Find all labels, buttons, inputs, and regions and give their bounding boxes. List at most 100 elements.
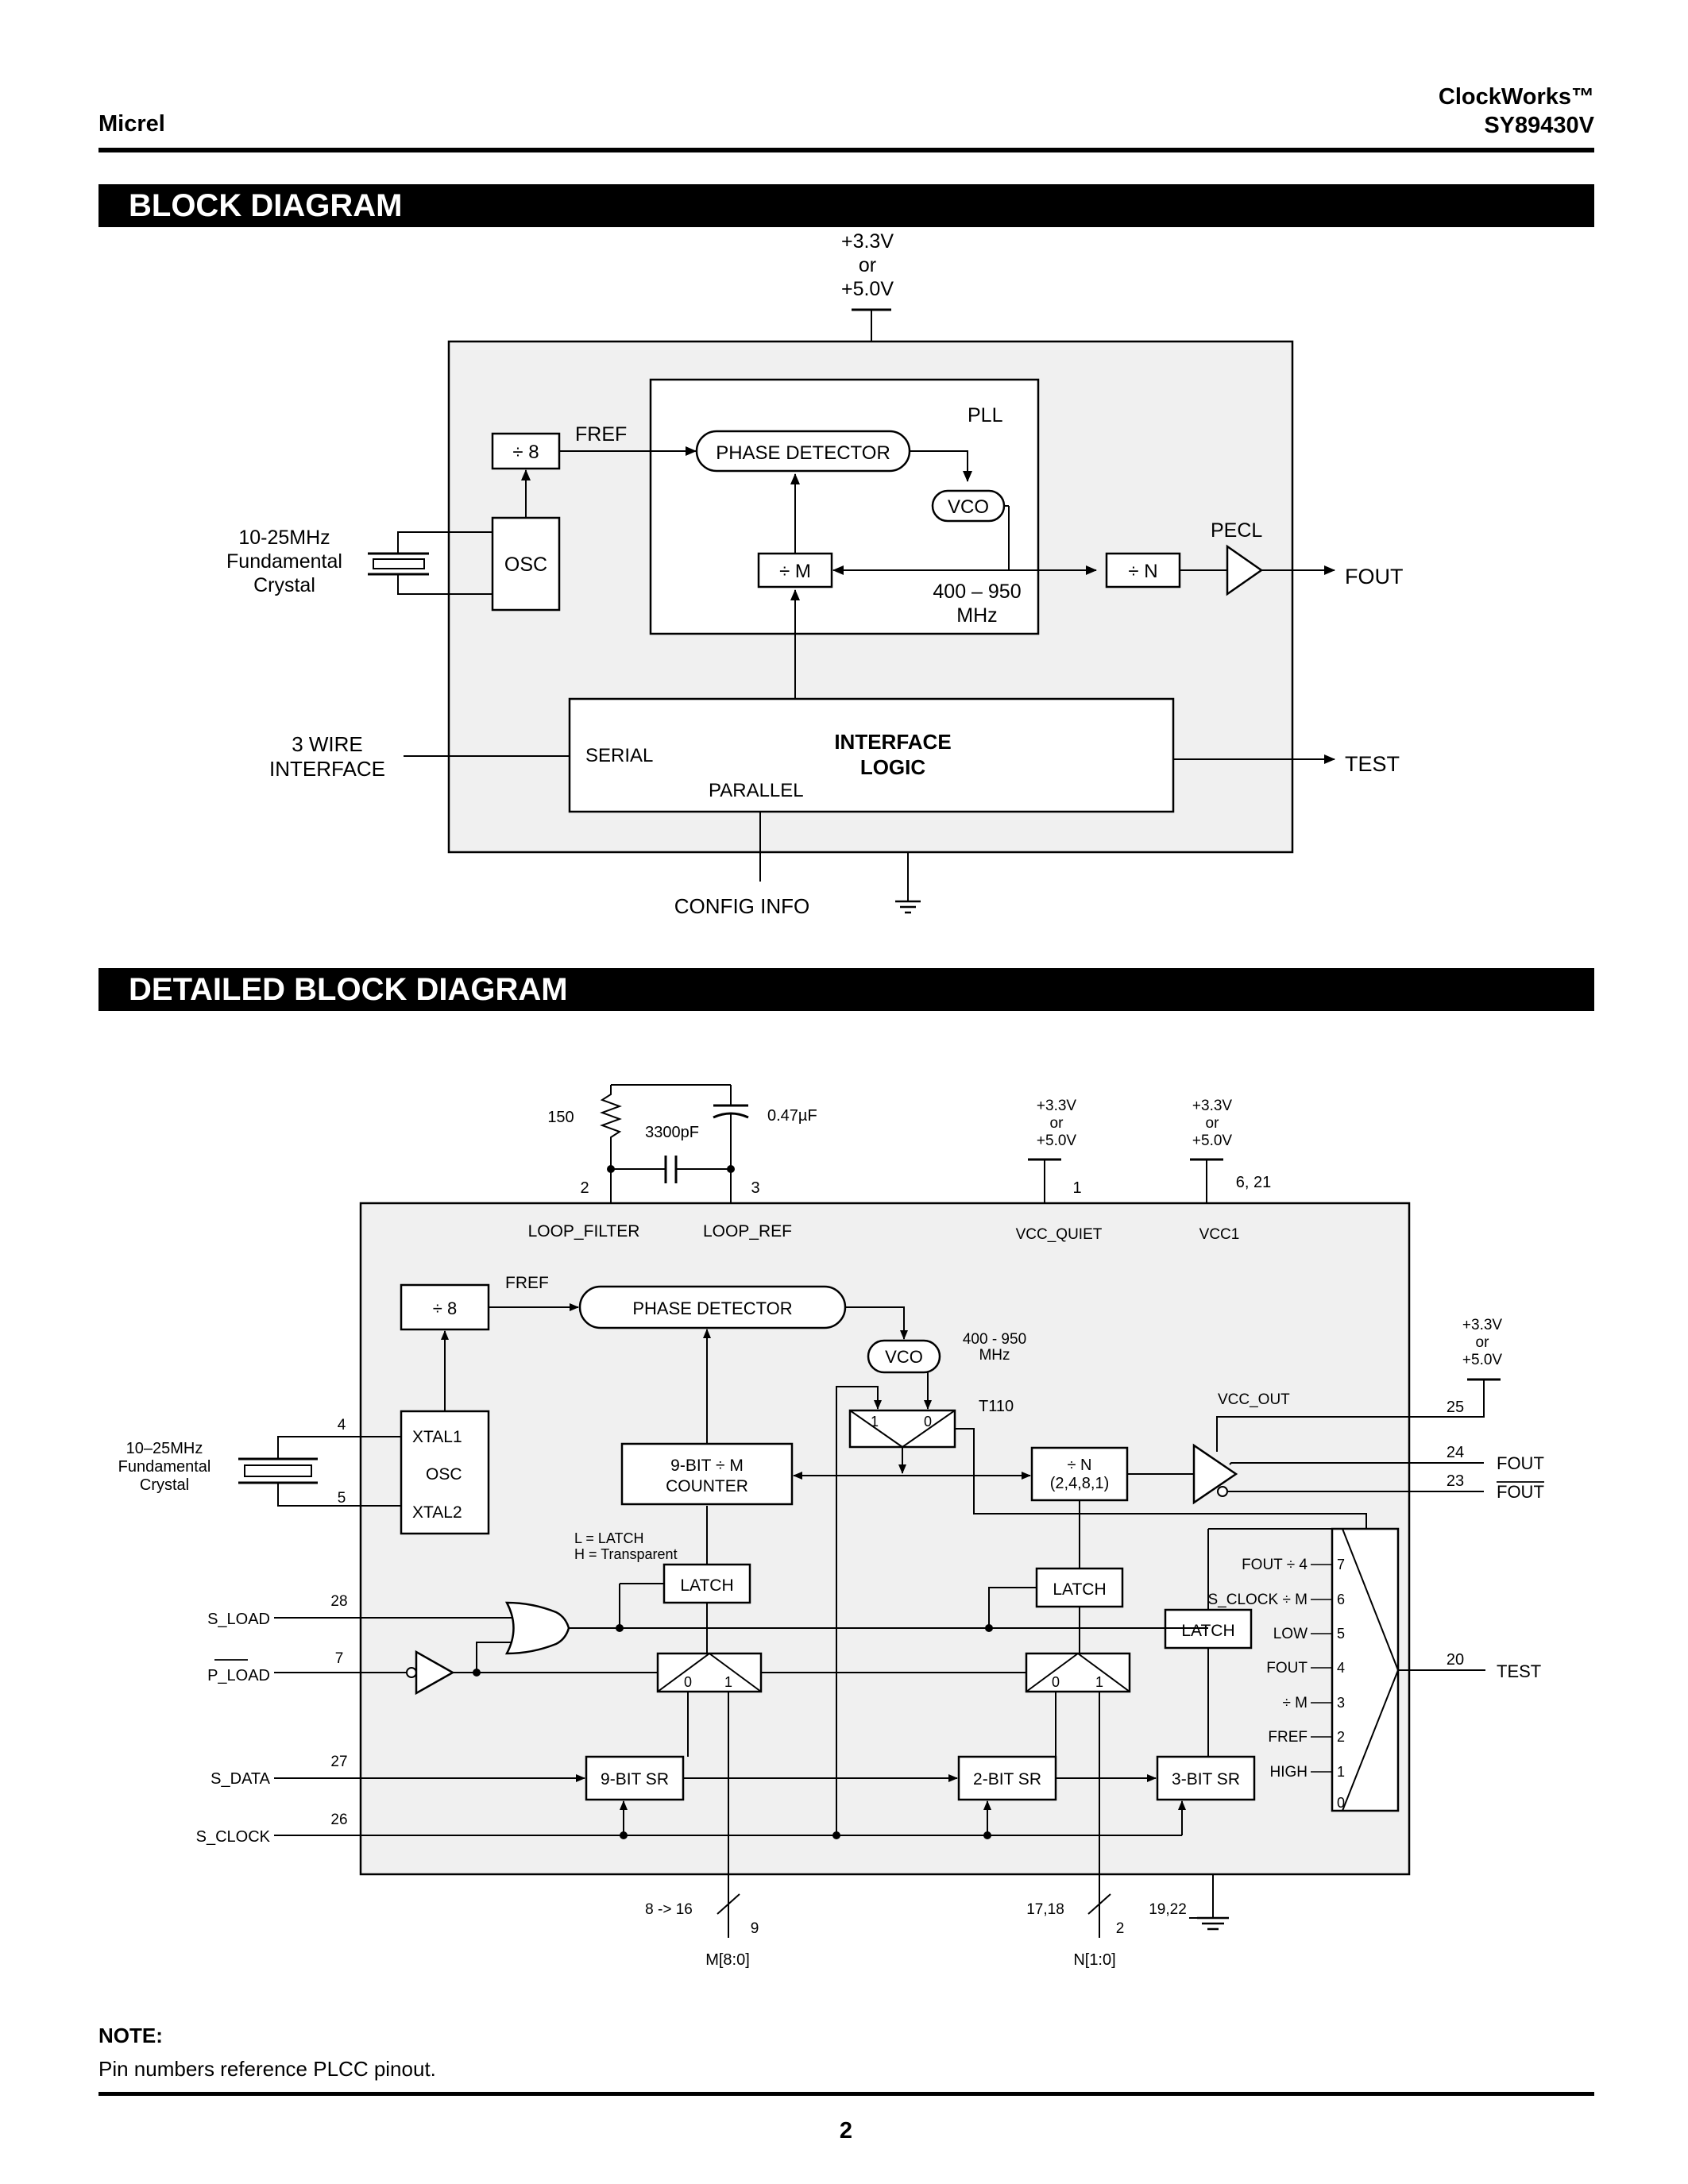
dd-pd-to-vco (845, 1306, 908, 1340)
dd-n-pins: 17,18 (1026, 1901, 1064, 1918)
dd-vcco-supply-1: +3.3V (1462, 1317, 1503, 1333)
dd-m-load-mux-diag-2 (709, 1653, 762, 1692)
section-bar-block-diagram: BLOCK DIAGRAM (98, 184, 1594, 227)
dd-osc-box (400, 1410, 490, 1535)
section-bar-detailed-diagram: DETAILED BLOCK DIAGRAM (98, 968, 1594, 1011)
dd-latch-n-label: LATCH (1053, 1580, 1106, 1599)
dd-divn-line2: (2,4,8,1) (1050, 1475, 1109, 1492)
dd-resistor-label: 150 (547, 1109, 574, 1126)
dd-n-load-mux-diag-1 (1026, 1653, 1079, 1692)
bd-wire-interface-line2: INTERFACE (269, 757, 385, 781)
dd-latch-n (1035, 1567, 1124, 1608)
dd-fref-label: FREF (505, 1274, 549, 1292)
footer-rule (98, 2092, 1594, 2096)
bd-divm-label: ÷ M (779, 561, 811, 582)
note-title: NOTE: (98, 2024, 163, 2047)
dd-pin-vcc1: 6, 21 (1236, 1174, 1271, 1191)
dd-sclk-node-1 (620, 1831, 628, 1839)
dd-sclk-to-mux (836, 1386, 882, 1418)
dd-pin-loop-filter: 2 (580, 1179, 589, 1197)
dd-gnd-pins: 19,22 (1149, 1901, 1187, 1918)
bd-divn-box (1105, 552, 1181, 588)
dd-m-bus-slash (717, 1893, 740, 1915)
product-line: ClockWorks™ (1438, 84, 1594, 110)
dd-vco-mux-diag-2 (902, 1410, 956, 1448)
dd-vco-mux (848, 1409, 956, 1449)
dd-loop-filter-label: LOOP_FILTER (528, 1222, 640, 1241)
bd-phase-detector-label: PHASE DETECTOR (716, 442, 890, 464)
dd-mux-in6-label: S_CLOCK ÷ M (1207, 1592, 1308, 1608)
dd-latch-m-label: LATCH (680, 1576, 733, 1595)
dd-m-mux-in1: 1 (724, 1674, 732, 1690)
bd-crystal-line1: 10-25MHz (238, 527, 330, 549)
dd-fout4-wire (955, 1428, 1367, 1529)
dd-mux-in5-num: 5 (1337, 1626, 1345, 1642)
dd-m-counter-line2: COUNTER (666, 1477, 748, 1495)
dd-vco-mux-in0: 0 (924, 1414, 932, 1430)
dd-vco-mux-diag-1 (849, 1410, 903, 1448)
dd-n-mux-in0: 0 (1052, 1674, 1060, 1690)
dd-vccq-supply-3: +5.0V (1037, 1133, 1077, 1149)
dd-fout-wire (1229, 1462, 1484, 1465)
dd-output-invert-bubble (1217, 1486, 1228, 1497)
dd-freq-line2: MHz (979, 1347, 1010, 1364)
bd-interface-logic-box (568, 697, 1175, 813)
dd-n-bus-label: N[1:0] (1073, 1951, 1115, 1969)
dd-mux-in7-num: 7 (1337, 1557, 1345, 1572)
dd-mux-in0-num: 0 (1337, 1795, 1345, 1811)
dd-p-load-to-or (476, 1642, 512, 1673)
dd-s-clock-label: S_CLOCK (196, 1828, 271, 1846)
dd-crystal-line3: Crystal (140, 1476, 189, 1494)
dd-pin-p-load: 7 (335, 1650, 344, 1667)
dd-crystal-line2: Fundamental (118, 1458, 211, 1476)
bd-pecl-label: PECL (1211, 519, 1262, 542)
dd-n-load-mux-diag-2 (1077, 1653, 1130, 1692)
dd-m-pins: 8 -> 16 (645, 1901, 693, 1918)
dd-pin-xtal1: 4 (338, 1417, 346, 1433)
dd-cap-parallel-label: 0.47µF (767, 1107, 817, 1125)
bd-osc-box (491, 516, 561, 612)
bd-serial-label: SERIAL (585, 745, 653, 766)
section-title-detailed-diagram: DETAILED BLOCK DIAGRAM (129, 972, 568, 1007)
dd-pin-s-data: 27 (330, 1754, 347, 1770)
dd-mux-in3-num: 3 (1337, 1695, 1345, 1711)
bd-test-label: TEST (1345, 752, 1400, 776)
dd-mux-in1-num: 1 (1337, 1764, 1345, 1780)
bd-div8-box (491, 432, 561, 470)
bd-ground-symbol (895, 852, 921, 914)
dd-test-label: TEST (1497, 1661, 1541, 1681)
bd-fref-label: FREF (575, 423, 627, 446)
dd-xtal1-label: XTAL1 (412, 1428, 462, 1446)
dd-pin-vcc-quiet: 1 (1072, 1179, 1081, 1197)
dd-vcc-quiet-label: VCC_QUIET (1016, 1226, 1103, 1243)
dd-vcc1-supply-1: +3.3V (1192, 1098, 1233, 1114)
dd-s-load-label: S_LOAD (207, 1611, 270, 1628)
bd-supply-line2: or (859, 254, 876, 276)
dd-mux-in6-num: 6 (1337, 1592, 1345, 1607)
dd-divn-box (1030, 1446, 1129, 1502)
dd-ground-symbol (1189, 1874, 1229, 1931)
dd-s-data-label: S_DATA (211, 1770, 270, 1788)
bd-pll-label: PLL (968, 404, 1003, 426)
dd-t110-label: T110 (979, 1398, 1014, 1415)
bd-freq-line2: MHz (956, 604, 997, 627)
dd-latch-legend-1: L = LATCH (574, 1530, 644, 1546)
bd-config-label: CONFIG INFO (674, 894, 809, 918)
dd-sr9-label: 9-BIT SR (601, 1770, 669, 1788)
dd-sr2-box (957, 1755, 1057, 1801)
dd-vco-mux-in1: 1 (871, 1414, 879, 1430)
dd-vcco-supply-2: or (1476, 1334, 1490, 1351)
dd-latch-n-clk (988, 1587, 1037, 1628)
dd-test-mux (1331, 1527, 1400, 1812)
note-text: Pin numbers reference PLCC pinout. (98, 2057, 436, 2081)
dd-m-counter-line1: 9-BIT ÷ M (670, 1457, 744, 1475)
dd-vcco-supply-3: +5.0V (1462, 1352, 1503, 1368)
document-header: ClockWorks™ SY89430V (1439, 83, 1594, 140)
dd-mux-in7-label: FOUT ÷ 4 (1242, 1557, 1308, 1573)
dd-mux-in2-num: 2 (1337, 1729, 1345, 1745)
bd-div8-label: ÷ 8 (512, 442, 539, 463)
dd-mux-in3-label: ÷ M (1282, 1695, 1308, 1711)
dd-n-bus-slash (1087, 1893, 1111, 1915)
dd-n-bus-width: 2 (1116, 1920, 1125, 1937)
